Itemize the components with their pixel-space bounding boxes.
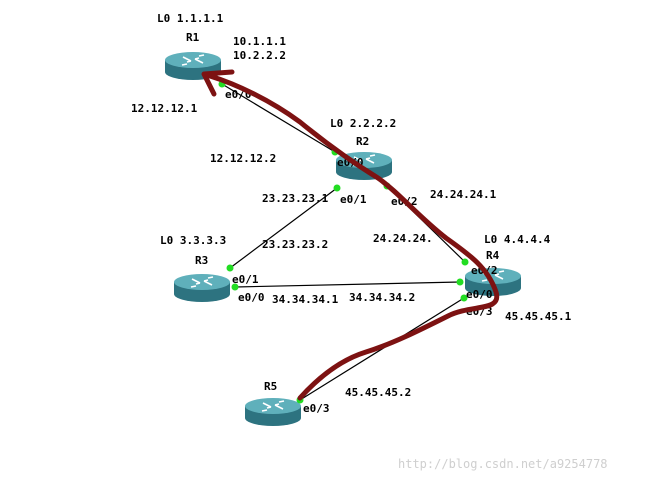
ip-label: 23.23.23.1 <box>262 192 329 205</box>
router-name: R4 <box>486 249 500 262</box>
router-name: R2 <box>356 135 369 148</box>
ip-label: 45.45.45.2 <box>345 386 411 399</box>
router-r5[interactable] <box>244 397 302 427</box>
loopback-label: L0 1.1.1.1 <box>157 12 224 25</box>
interface-label: e0/3 <box>303 402 330 415</box>
loopback-label: L0 2.2.2.2 <box>330 117 396 130</box>
port-dot <box>226 264 234 272</box>
port-dot <box>231 283 239 291</box>
interface-label: e0/1 <box>232 273 259 286</box>
route-arrowhead <box>201 69 235 97</box>
ip-label: 34.34.34.2 <box>349 291 415 304</box>
link-r2-r3 <box>229 187 338 269</box>
interface-label: e0/0 <box>238 291 265 304</box>
link-r3-r4 <box>234 281 461 288</box>
router-name: R3 <box>195 254 208 267</box>
ip-label: 12.12.12.2 <box>210 152 276 165</box>
link-r1-r2 <box>221 83 336 153</box>
highlighted-route-path <box>207 73 500 401</box>
ip-label: 23.23.23.2 <box>262 238 328 251</box>
interface-label: e0/0 <box>466 288 493 301</box>
router-name: R1 <box>186 31 200 44</box>
ip-label: 45.45.45.1 <box>505 310 572 323</box>
watermark: http://blog.csdn.net/a9254778 <box>398 457 608 471</box>
ip-label: 12.12.12.1 <box>131 102 198 115</box>
port-dot <box>333 184 341 192</box>
ip-label: 24.24.24. <box>373 232 433 245</box>
port-dot <box>456 278 464 286</box>
interface-label: e0/1 <box>340 193 367 206</box>
r1-extra-loopback: 10.1.1.1 <box>233 35 286 48</box>
router-r3[interactable] <box>173 273 231 303</box>
loopback-label: L0 4.4.4.4 <box>484 233 551 246</box>
r1-extra-loopback: 10.2.2.2 <box>233 49 286 62</box>
ip-label: 34.34.34.1 <box>272 293 339 306</box>
loopback-label: L0 3.3.3.3 <box>160 234 226 247</box>
ip-label: 24.24.24.1 <box>430 188 497 201</box>
port-dot <box>461 258 469 266</box>
router-name: R5 <box>264 380 277 393</box>
port-dot <box>460 294 468 302</box>
